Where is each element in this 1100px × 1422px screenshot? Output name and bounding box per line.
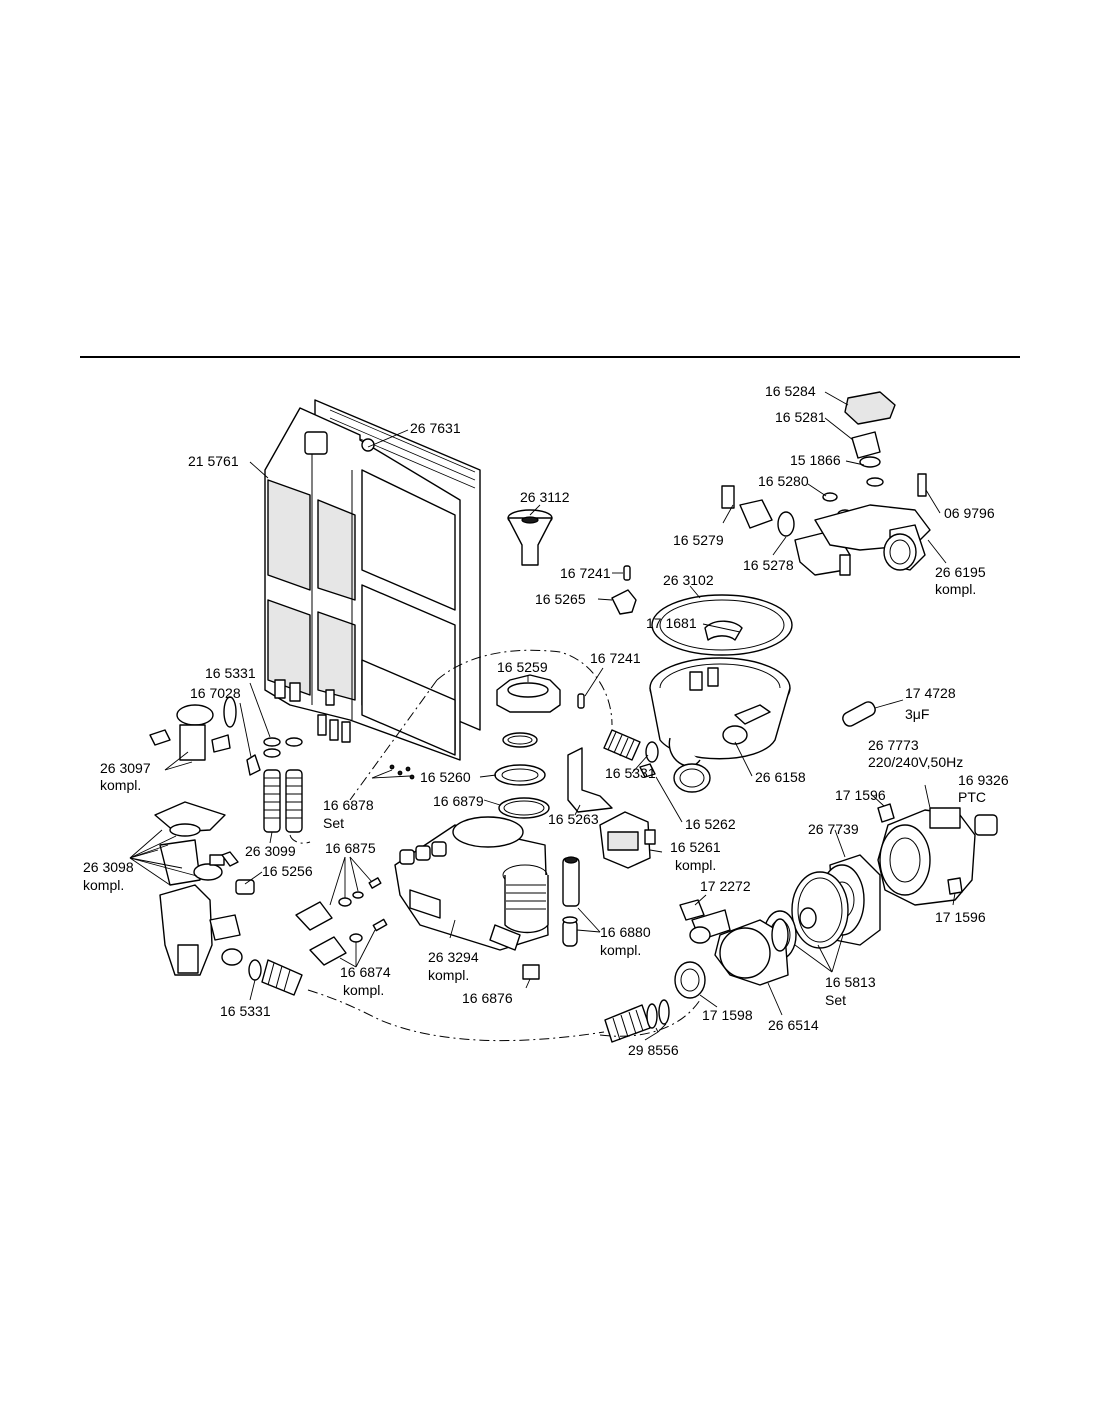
label-16-6874: 16 6874 [340,964,391,980]
label-17-1681: 17 1681 [646,615,697,631]
impeller-set [763,871,849,960]
label-16-6878-set: Set [323,815,344,831]
label-16-5259: 16 5259 [497,659,548,675]
hose-bottom-left [248,959,303,996]
label-16-9326: 16 9326 [958,772,1009,788]
label-26-6195-kompl: kompl. [935,581,976,597]
filter-stack [494,674,561,819]
label-26-3112: 26 3112 [520,489,570,505]
seal-17-1598 [674,961,706,999]
rinse-aid-parts [562,856,580,947]
label-26-6514: 26 6514 [768,1017,819,1033]
label-16-7241-mid: 16 7241 [590,650,641,666]
label-16-5263: 16 5263 [548,811,599,827]
ptc-part [974,814,998,836]
label-16-5279: 16 5279 [673,532,724,548]
label-3uf: 3μF [905,706,929,722]
funnel-part [507,509,553,566]
label-26-3099: 26 3099 [245,843,296,859]
label-26-3097: 26 3097 [100,760,151,776]
part-labels: 16 5284 16 5281 15 1866 16 5280 06 9796 … [83,383,1009,1058]
label-29-8556: 29 8556 [628,1042,679,1058]
dosing-unit [394,816,549,951]
label-16-5261-kompl: kompl. [675,857,716,873]
label-26-3098: 26 3098 [83,859,134,875]
heater-relay [599,811,656,869]
label-16-5262: 16 5262 [685,816,736,832]
label-26-3294-kompl: kompl. [428,967,469,983]
label-ptc: PTC [958,789,986,805]
label-17-1596-top: 17 1596 [835,787,886,803]
label-26-7631: 26 7631 [410,420,461,436]
label-26-7739: 26 7739 [808,821,859,837]
label-21-5761: 21 5761 [188,453,239,469]
clip-17-1596-bottom [947,877,963,895]
label-26-3097-kompl: kompl. [100,777,141,793]
small-clip [639,763,656,778]
label-16-6875: 16 6875 [325,840,376,856]
leader-lines [129,391,956,1041]
sump-assembly [649,594,793,767]
label-17-1596-bottom: 17 1596 [935,909,986,925]
label-26-6158: 26 6158 [755,769,806,785]
label-16-5281: 16 5281 [775,409,826,425]
label-17-1598: 17 1598 [702,1007,753,1023]
label-26-3102: 26 3102 [663,572,714,588]
valve-lower [309,918,388,966]
capacitor-part [842,701,876,727]
label-16-5265: 16 5265 [535,591,586,607]
label-15-1866: 15 1866 [790,452,841,468]
label-06-9796: 06 9796 [944,505,995,521]
label-16-5813-set: Set [825,992,846,1008]
label-220-240v: 220/240V,50Hz [868,754,963,770]
assembly-paths [289,649,701,1042]
label-17-4728: 17 4728 [905,685,956,701]
clip-part [611,589,637,615]
inlet-block [159,884,243,976]
valve-upper [295,877,382,931]
screw-top [623,565,631,581]
bracket-part [567,747,613,813]
valve-connector-group [721,391,931,576]
label-16-5284: 16 5284 [765,383,816,399]
label-16-6878: 16 6878 [323,797,374,813]
float-switch-assembly [149,696,237,761]
clip-17-1596-top [877,803,895,823]
label-16-6880-kompl: kompl. [600,942,641,958]
label-16-5813: 16 5813 [825,974,876,990]
label-16-5260: 16 5260 [420,769,471,785]
small-parts-set [389,764,415,780]
hose-mid [603,729,711,793]
side-panel-assembly [264,399,481,761]
label-16-5331-mid: 16 5331 [605,765,656,781]
pump-26-6514 [689,909,789,986]
flow-meter-assembly [154,801,226,886]
label-16-5278: 16 5278 [743,557,794,573]
label-16-7241-top: 16 7241 [560,565,611,581]
label-16-5331-left: 16 5331 [205,665,256,681]
label-16-5331-bottom: 16 5331 [220,1003,271,1019]
label-16-5280: 16 5280 [758,473,809,489]
clip-16-7028 [246,754,261,776]
label-26-3098-kompl: kompl. [83,877,124,893]
label-16-6879: 16 6879 [433,793,484,809]
label-26-7773: 26 7773 [868,737,919,753]
corrugated-hoses [263,737,303,833]
label-16-6880: 16 6880 [600,924,651,940]
sticker-part [522,964,540,980]
part-16-5256 [221,851,255,895]
label-16-5256: 16 5256 [262,863,313,879]
label-26-3294: 26 3294 [428,949,479,965]
motor-26-7773 [877,807,976,906]
label-16-7028: 16 7028 [190,685,241,701]
clip-17-2272 [679,899,705,921]
label-16-5261: 16 5261 [670,839,721,855]
hose-29-8556 [604,999,670,1043]
label-16-6876: 16 6876 [462,990,513,1006]
label-26-6195: 26 6195 [935,564,986,580]
screw-mid [577,693,585,709]
label-17-2272: 17 2272 [700,878,751,894]
label-16-6874-kompl: kompl. [343,982,384,998]
